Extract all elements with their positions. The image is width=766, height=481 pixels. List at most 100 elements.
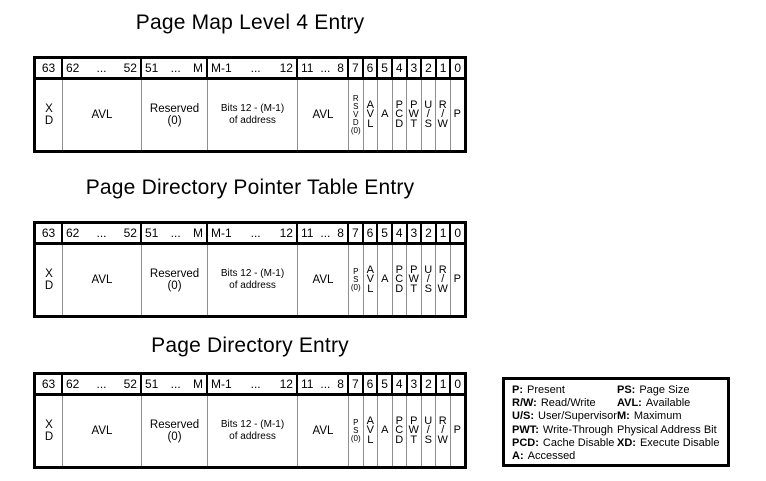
cell-avl-mid: AVL	[298, 396, 349, 466]
cell-present: P	[453, 424, 461, 437]
bit-header-3: 3	[408, 59, 423, 77]
bit-field-row: X D AVL Reserved (0) Bits 12 - (M-1) of …	[36, 245, 464, 315]
bit-header-63: 63	[36, 375, 63, 393]
bit-header-5: 5	[378, 375, 393, 393]
bit-header-2: 2	[422, 224, 437, 242]
bit-header-row: 63 62...52 51...M M-1...12 11...8 7 6 5 …	[36, 375, 464, 396]
bit-header-0: 0	[454, 61, 462, 75]
bit-header-3: 3	[408, 375, 423, 393]
legend-box: P:Present R/W:Read/Write U/S:User/Superv…	[502, 377, 730, 467]
cell-read-write: R / W	[436, 396, 451, 466]
cell-reserved: Reserved (0)	[142, 80, 208, 150]
cell-pcd: P C D	[393, 396, 407, 466]
legend-item-maximum-cont: Physical Address Bit	[617, 423, 717, 436]
cell-reserved: Reserved (0)	[142, 245, 208, 315]
cell-user-supervisor: U / S	[422, 80, 436, 150]
cell-avl-mid: AVL	[298, 80, 349, 150]
bit-header-6: 6	[364, 59, 379, 77]
cell-ps-bit7: P S (0)	[349, 396, 364, 466]
cell-xd: X D	[36, 396, 63, 466]
legend-item-write-through: PWT:Write-Through	[512, 423, 613, 436]
cell-accessed: A	[378, 396, 393, 466]
cell-accessed: A	[378, 245, 393, 315]
bit-header-51-M: 51...M	[142, 224, 208, 242]
bit-field-row: X D AVL Reserved (0) Bits 12 - (M-1) of …	[36, 80, 464, 150]
bitfield-table-pdpt: 63 62...52 51...M M-1...12 11...8 7 6 5 …	[33, 221, 467, 318]
legend-item-accessed: A:Accessed	[512, 450, 576, 463]
bit-header-1: 1	[437, 224, 452, 242]
bit-header-M1-12: M-1...12	[208, 59, 298, 77]
cell-pwt: P W T	[407, 245, 422, 315]
cell-address-bits: Bits 12 - (M-1) of address	[208, 80, 298, 150]
bit-header-4: 4	[393, 224, 408, 242]
bit-header-4: 4	[393, 375, 408, 393]
legend-item-cache-disable: PCD:Cache Disable	[512, 436, 615, 449]
figure-title-pdpt: Page Directory Pointer Table Entry	[85, 176, 415, 199]
figure-title-pml4: Page Map Level 4 Entry	[135, 11, 365, 34]
legend-item-maximum: M:Maximum	[617, 410, 682, 423]
cell-avl-high: AVL	[63, 80, 142, 150]
bitfield-table-pde: 63 62...52 51...M M-1...12 11...8 7 6 5 …	[33, 372, 467, 469]
figure-title-pde: Page Directory Entry	[151, 334, 349, 357]
bit-header-row: 63 62...52 51...M M-1...12 11...8 7 6 5 …	[36, 59, 464, 80]
cell-present: P	[453, 273, 461, 286]
bit-header-0: 0	[454, 226, 462, 240]
cell-xd: X D	[36, 80, 63, 150]
legend-item-execute-disable: XD:Execute Disable	[617, 436, 720, 449]
bit-header-1: 1	[437, 59, 452, 77]
bit-header-4: 4	[393, 59, 408, 77]
cell-pwt: P W T	[407, 80, 422, 150]
legend-item-page-size: PS:Page Size	[617, 384, 690, 396]
bit-header-51-M: 51...M	[142, 59, 208, 77]
bit-header-11-8: 11...8	[298, 224, 349, 242]
bit-header-0: 0	[454, 377, 462, 391]
bit-header-2: 2	[422, 375, 437, 393]
bit-header-63: 63	[36, 59, 63, 77]
bit-header-row: 63 62...52 51...M M-1...12 11...8 7 6 5 …	[36, 224, 464, 245]
bit-header-62-52: 62...52	[63, 224, 142, 242]
bit-header-1: 1	[437, 375, 452, 393]
bit-header-5: 5	[378, 224, 393, 242]
legend-item-read-write: R/W:Read/Write	[512, 397, 596, 410]
bit-header-5: 5	[378, 59, 393, 77]
bit-header-7: 7	[349, 224, 364, 242]
bit-header-M1-12: M-1...12	[208, 375, 298, 393]
bit-field-row: X D AVL Reserved (0) Bits 12 - (M-1) of …	[36, 396, 464, 466]
bit-header-11-8: 11...8	[298, 375, 349, 393]
bit-header-6: 6	[364, 224, 379, 242]
cell-avl-mid: AVL	[298, 245, 349, 315]
cell-rsvd-bit7: R S V D (0)	[349, 80, 364, 150]
cell-address-bits: Bits 12 - (M-1) of address	[208, 396, 298, 466]
cell-pcd: P C D	[393, 80, 407, 150]
cell-avl-bit6: A V L	[364, 396, 378, 466]
legend-column-left: P:Present R/W:Read/Write U/S:User/Superv…	[512, 384, 617, 463]
bit-header-6: 6	[364, 375, 379, 393]
legend-item-available: AVL:Available	[617, 397, 691, 410]
cell-present: P	[453, 108, 461, 121]
cell-pwt: P W T	[407, 396, 422, 466]
bit-header-63: 63	[36, 224, 63, 242]
cell-read-write: R / W	[436, 80, 451, 150]
cell-reserved: Reserved (0)	[142, 396, 208, 466]
bit-header-62-52: 62...52	[63, 59, 142, 77]
cell-xd: X D	[36, 245, 63, 315]
bit-header-62-52: 62...52	[63, 375, 142, 393]
cell-user-supervisor: U / S	[422, 245, 436, 315]
bit-header-51-M: 51...M	[142, 375, 208, 393]
bit-header-7: 7	[349, 375, 364, 393]
cell-avl-bit6: A V L	[364, 245, 378, 315]
legend-column-right: PS:Page Size AVL:Available M:Maximum Phy…	[617, 384, 719, 450]
legend-item-present: P:Present	[512, 384, 565, 396]
bit-header-2: 2	[422, 59, 437, 77]
bitfield-table-pml4: 63 62...52 51...M M-1...12 11...8 7 6 5 …	[33, 56, 467, 153]
bit-header-M1-12: M-1...12	[208, 224, 298, 242]
cell-pcd: P C D	[393, 245, 407, 315]
bit-header-3: 3	[408, 224, 423, 242]
cell-read-write: R / W	[436, 245, 451, 315]
cell-user-supervisor: U / S	[422, 396, 436, 466]
cell-avl-bit6: A V L	[364, 80, 378, 150]
cell-avl-high: AVL	[63, 245, 142, 315]
bit-header-7: 7	[349, 59, 364, 77]
cell-ps-bit7: P S (0)	[349, 245, 364, 315]
